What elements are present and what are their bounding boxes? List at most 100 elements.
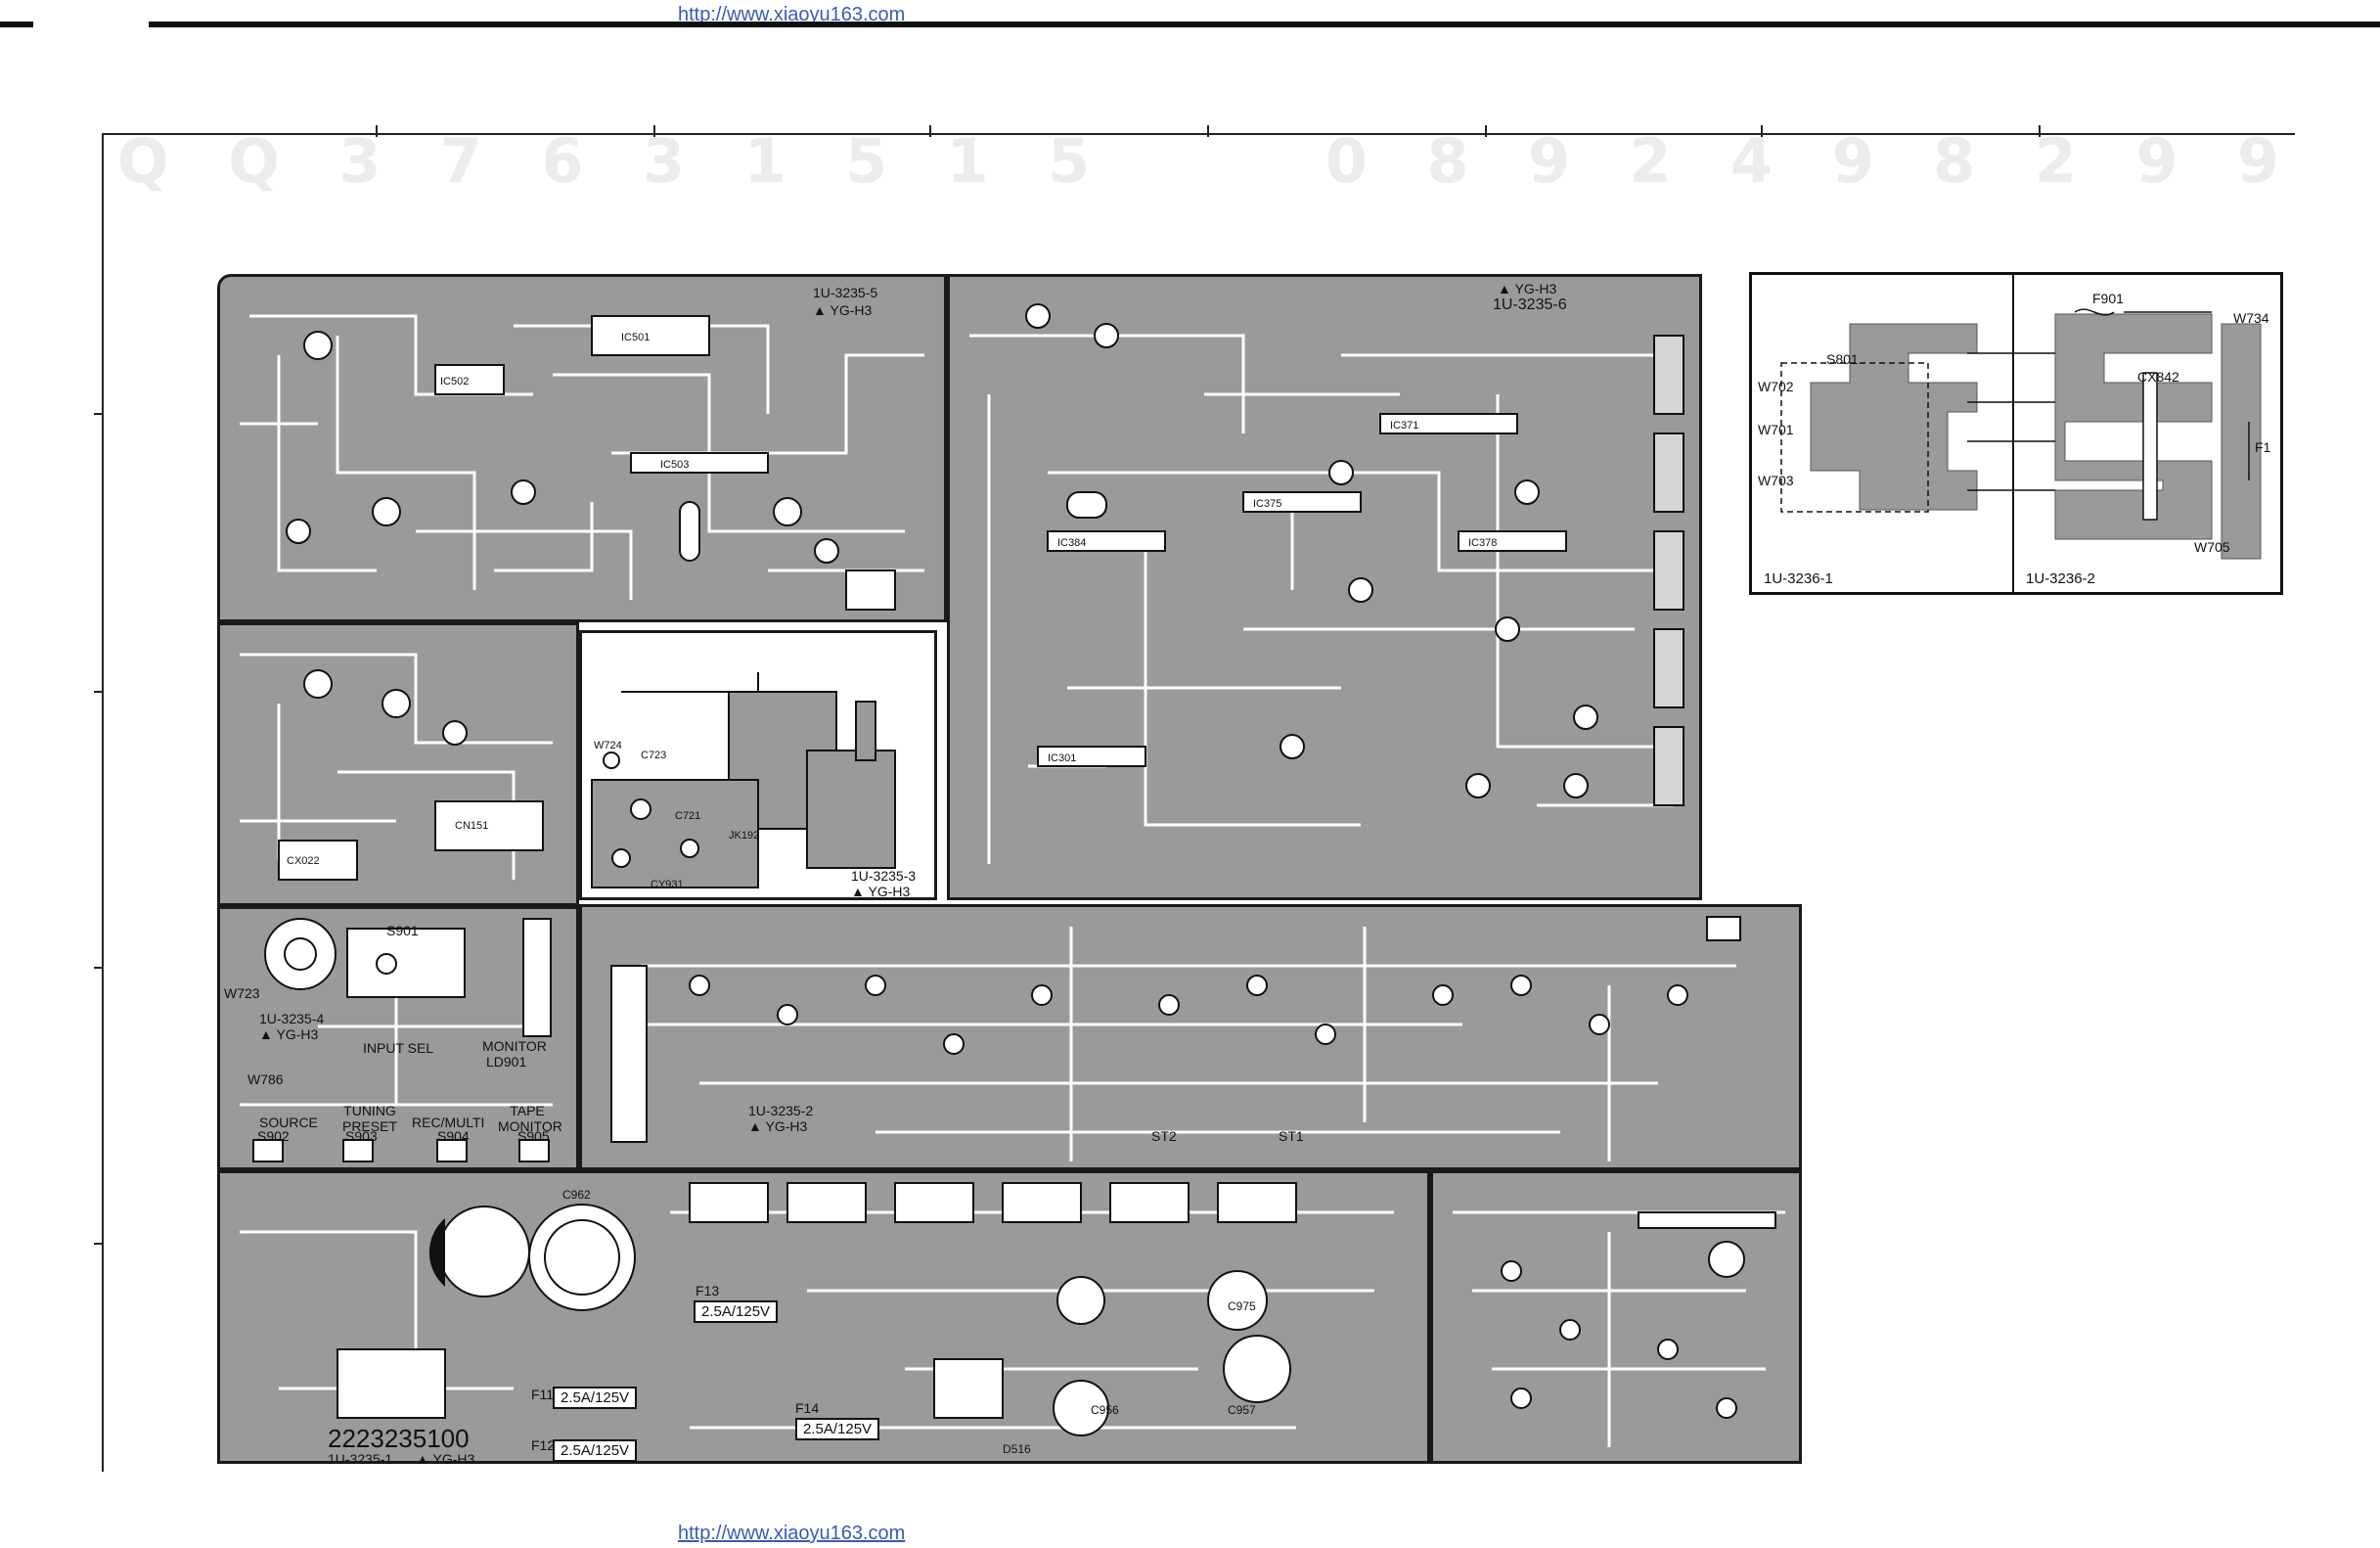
svg-text:C975: C975 [1228, 1299, 1256, 1313]
tape-monitor-label: TAPE MONITOR [498, 1103, 562, 1134]
board-6-label: 1U-3235-6 [1493, 296, 1567, 313]
ruler-tick [94, 413, 104, 415]
watermark-digit: 3 [642, 125, 686, 197]
ruler-tick [1207, 125, 1209, 137]
svg-text:C956: C956 [1091, 1403, 1119, 1417]
watermark-digit: 1 [743, 125, 786, 197]
svg-text:IC378: IC378 [1468, 537, 1497, 549]
ruler-tick [94, 691, 104, 693]
watermark-digit: 5 [845, 125, 888, 197]
board-3-label: 1U-3235-3 [851, 868, 917, 884]
board-1-note: ▲ YG-H3 [416, 1451, 475, 1467]
board-4-traces [240, 918, 553, 1162]
svg-text:CX022: CX022 [287, 855, 320, 867]
footer-url[interactable]: http://www.xiaoyu163.com [678, 1523, 906, 1544]
board-4-label: 1U-3235-4 [259, 1011, 325, 1026]
ruler-tick [94, 967, 104, 969]
watermark-digit: Q [228, 125, 280, 197]
board-2-lower-traces [1453, 1210, 1785, 1447]
w723-ref: W723 [224, 985, 260, 1001]
board-3-traces: W724 C723 CY931 C721 JK192 [591, 672, 896, 890]
watermark-digit: 7 [439, 125, 482, 197]
ruler-tick [1485, 125, 1487, 137]
header-url[interactable]: http://www.xiaoyu163.com [678, 4, 906, 25]
aux-w705: W705 [2194, 539, 2230, 555]
svg-text:IC301: IC301 [1048, 752, 1076, 764]
st2-ref: ST2 [1151, 1128, 1177, 1144]
svg-text:IC375: IC375 [1253, 498, 1281, 510]
fuse-f13-ref: F13 [696, 1283, 720, 1298]
svg-text:CN151: CN151 [455, 820, 488, 832]
ruler-tick [2039, 125, 2041, 137]
w786-ref: W786 [247, 1071, 284, 1087]
svg-text:IC503: IC503 [660, 459, 689, 471]
fuse-f11: 2.5A/125V [553, 1387, 638, 1409]
watermark-digit: 4 [1730, 125, 1774, 197]
fuse-f14: 2.5A/125V [795, 1418, 880, 1440]
watermark-digit: 1 [946, 125, 989, 197]
board-6-traces: IC384 IC371 IC375 IC301 IC378 [969, 303, 1684, 864]
switch-s901: S901 [386, 923, 419, 938]
tuning-preset-label: TUNING PRESET [341, 1103, 397, 1134]
board-1-traces: C962 D516 C956 C957 C975 [240, 1182, 1394, 1456]
aux-cx842: CX842 [2137, 369, 2179, 385]
watermark-digit: 9 [2236, 125, 2279, 197]
watermark-digit: 0 [1325, 125, 1368, 197]
diagram-frame [102, 133, 2295, 1472]
top-bar [149, 22, 2380, 27]
aux-f901: F901 [2092, 291, 2124, 306]
switch-s902: S902 [257, 1128, 290, 1144]
ruler-tick [1761, 125, 1763, 137]
aux-f1: F1 [2255, 439, 2271, 455]
switch-s904: S904 [437, 1128, 470, 1144]
pcb-board-2-lower [1430, 1170, 1802, 1464]
svg-text:IC384: IC384 [1057, 537, 1086, 549]
svg-text:W724: W724 [594, 740, 622, 751]
aux-w734: W734 [2233, 310, 2269, 326]
ruler-tick [653, 125, 655, 137]
watermark-digit: 3 [338, 125, 382, 197]
svg-text:JK192: JK192 [729, 830, 759, 842]
svg-text:C962: C962 [562, 1188, 591, 1202]
board-2-note: ▲ YG-H3 [748, 1118, 808, 1134]
watermark-digit: 2 [2034, 125, 2077, 197]
watermark-digit: 8 [1933, 125, 1976, 197]
fuse-f12-ref: F12 [531, 1437, 556, 1453]
watermark-digit: 9 [2135, 125, 2178, 197]
pcb-board-4: S901 W723 1U-3235-4 ▲ YG-H3 INPUT SEL MO… [217, 906, 579, 1170]
board-4-note: ▲ YG-H3 [259, 1026, 319, 1042]
board-5-traces: IC501 IC503 IC502 [240, 314, 924, 611]
aux-board-divider [2012, 275, 2014, 592]
switch-s905: S905 [517, 1128, 550, 1144]
pcb-board-6: IC384 IC371 IC375 IC301 IC378 ▲ YG-H3 1U… [947, 274, 1702, 900]
board-2-traces [610, 916, 1741, 1161]
monitor-led-label: LD901 [486, 1054, 527, 1070]
st1-ref: ST1 [1279, 1128, 1304, 1144]
watermark-row: Q Q 3 7 6 3 1 5 1 5 0 8 9 2 4 9 8 2 9 9 [117, 125, 2279, 197]
watermark-digit: 2 [1629, 125, 1672, 197]
watermark-digit: 6 [541, 125, 584, 197]
ruler-tick [94, 1243, 104, 1245]
input-sel-label: INPUT SEL [363, 1040, 434, 1056]
watermark-digit: 5 [1048, 125, 1091, 197]
pcb-board-5-lower: CX022 CN151 [217, 622, 579, 906]
monitor-label: MONITOR [482, 1038, 547, 1054]
svg-text:IC371: IC371 [1390, 420, 1418, 432]
aux-w703: W703 [1758, 473, 1794, 488]
board-6-note: ▲ YG-H3 [1498, 281, 1557, 296]
svg-text:IC502: IC502 [440, 376, 469, 387]
fuse-f13: 2.5A/125V [694, 1300, 779, 1323]
fuse-f14-ref: F14 [795, 1400, 820, 1416]
aux-board-frame: S801 F901 W734 W702 W701 W703 CX842 F1 W… [1749, 272, 2283, 595]
board-1-label: 1U-3235-1 [328, 1451, 393, 1467]
board-5-note: ▲ YG-H3 [813, 302, 873, 318]
pcb-board-5: IC501 IC503 IC502 1U-3235-5 ▲ YG-H3 [217, 274, 947, 622]
ruler-tick [929, 125, 931, 137]
pcb-board-2: 1U-3235-2 ▲ YG-H3 ST2 ST1 [579, 904, 1802, 1170]
svg-text:C723: C723 [641, 750, 666, 761]
svg-text:IC501: IC501 [621, 332, 650, 343]
fuse-f11-ref: F11 [531, 1387, 555, 1402]
source-label: SOURCE [259, 1115, 318, 1130]
svg-text:CY931: CY931 [651, 879, 684, 890]
aux-s801: S801 [1826, 351, 1859, 367]
